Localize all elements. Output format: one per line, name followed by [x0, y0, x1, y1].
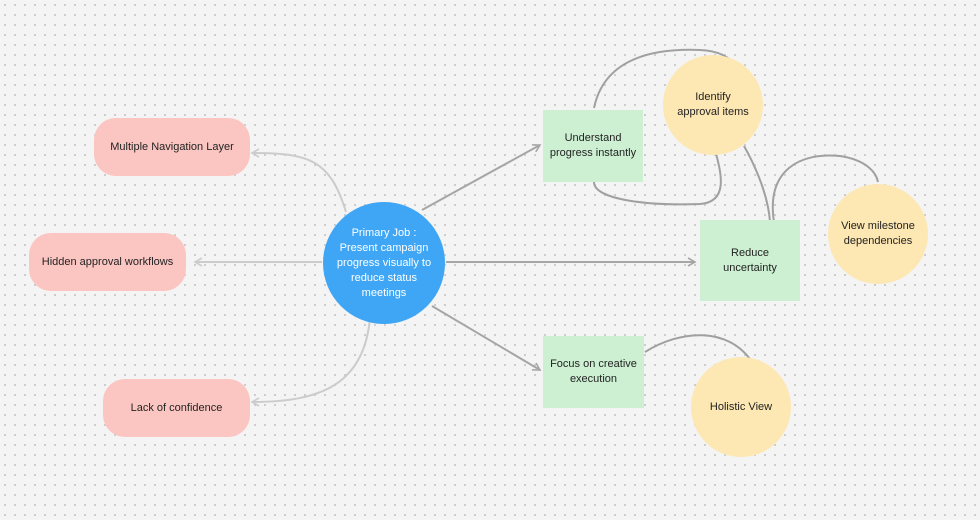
- problem-multiple-navigation: Multiple Navigation Layer: [94, 118, 250, 176]
- outcome-reduce-uncertainty: Reduce uncertainty: [700, 220, 800, 301]
- outcome-label: Understand progress instantly: [549, 132, 637, 159]
- arrow-to-understand-progress: [421, 144, 542, 211]
- loop-understand-uncertainty: [593, 149, 722, 206]
- problem-label: Hidden approval workflows: [41, 255, 174, 268]
- problem-label: Multiple Navigation Layer: [110, 140, 234, 153]
- outcome-understand-progress: Understand progress instantly: [543, 110, 643, 182]
- benefit-label: Identify approval items: [677, 91, 749, 118]
- outcome-focus-execution: Focus on creative execution: [543, 336, 644, 408]
- arrow-to-multiple-navigation: [250, 148, 347, 213]
- benefit-identify-approval: Identify approval items: [663, 55, 763, 155]
- arrow-to-focus-execution: [431, 305, 542, 371]
- primary-job-label: Primary Job : Present campaign progress …: [336, 226, 432, 299]
- outcome-label: Reduce uncertainty: [723, 246, 777, 274]
- benefit-view-milestone: View milestone dependencies: [828, 184, 928, 284]
- arrow-to-lack-of-confidence: [250, 317, 371, 407]
- outcome-label: Focus on creative execution: [550, 358, 637, 385]
- primary-job-circle: Primary Job : Present campaign progress …: [323, 202, 445, 324]
- benefit-label: View milestone dependencies: [841, 220, 915, 247]
- loop-identify-uncertainty: [743, 145, 771, 223]
- benefit-label: Holistic View: [709, 400, 773, 413]
- benefit-holistic-view: Holistic View: [691, 357, 791, 457]
- problem-hidden-approval: Hidden approval workflows: [29, 233, 186, 291]
- problem-label: Lack of confidence: [130, 401, 223, 414]
- problem-lack-of-confidence: Lack of confidence: [103, 379, 250, 437]
- loop-uncertainty-milestone: [771, 154, 879, 223]
